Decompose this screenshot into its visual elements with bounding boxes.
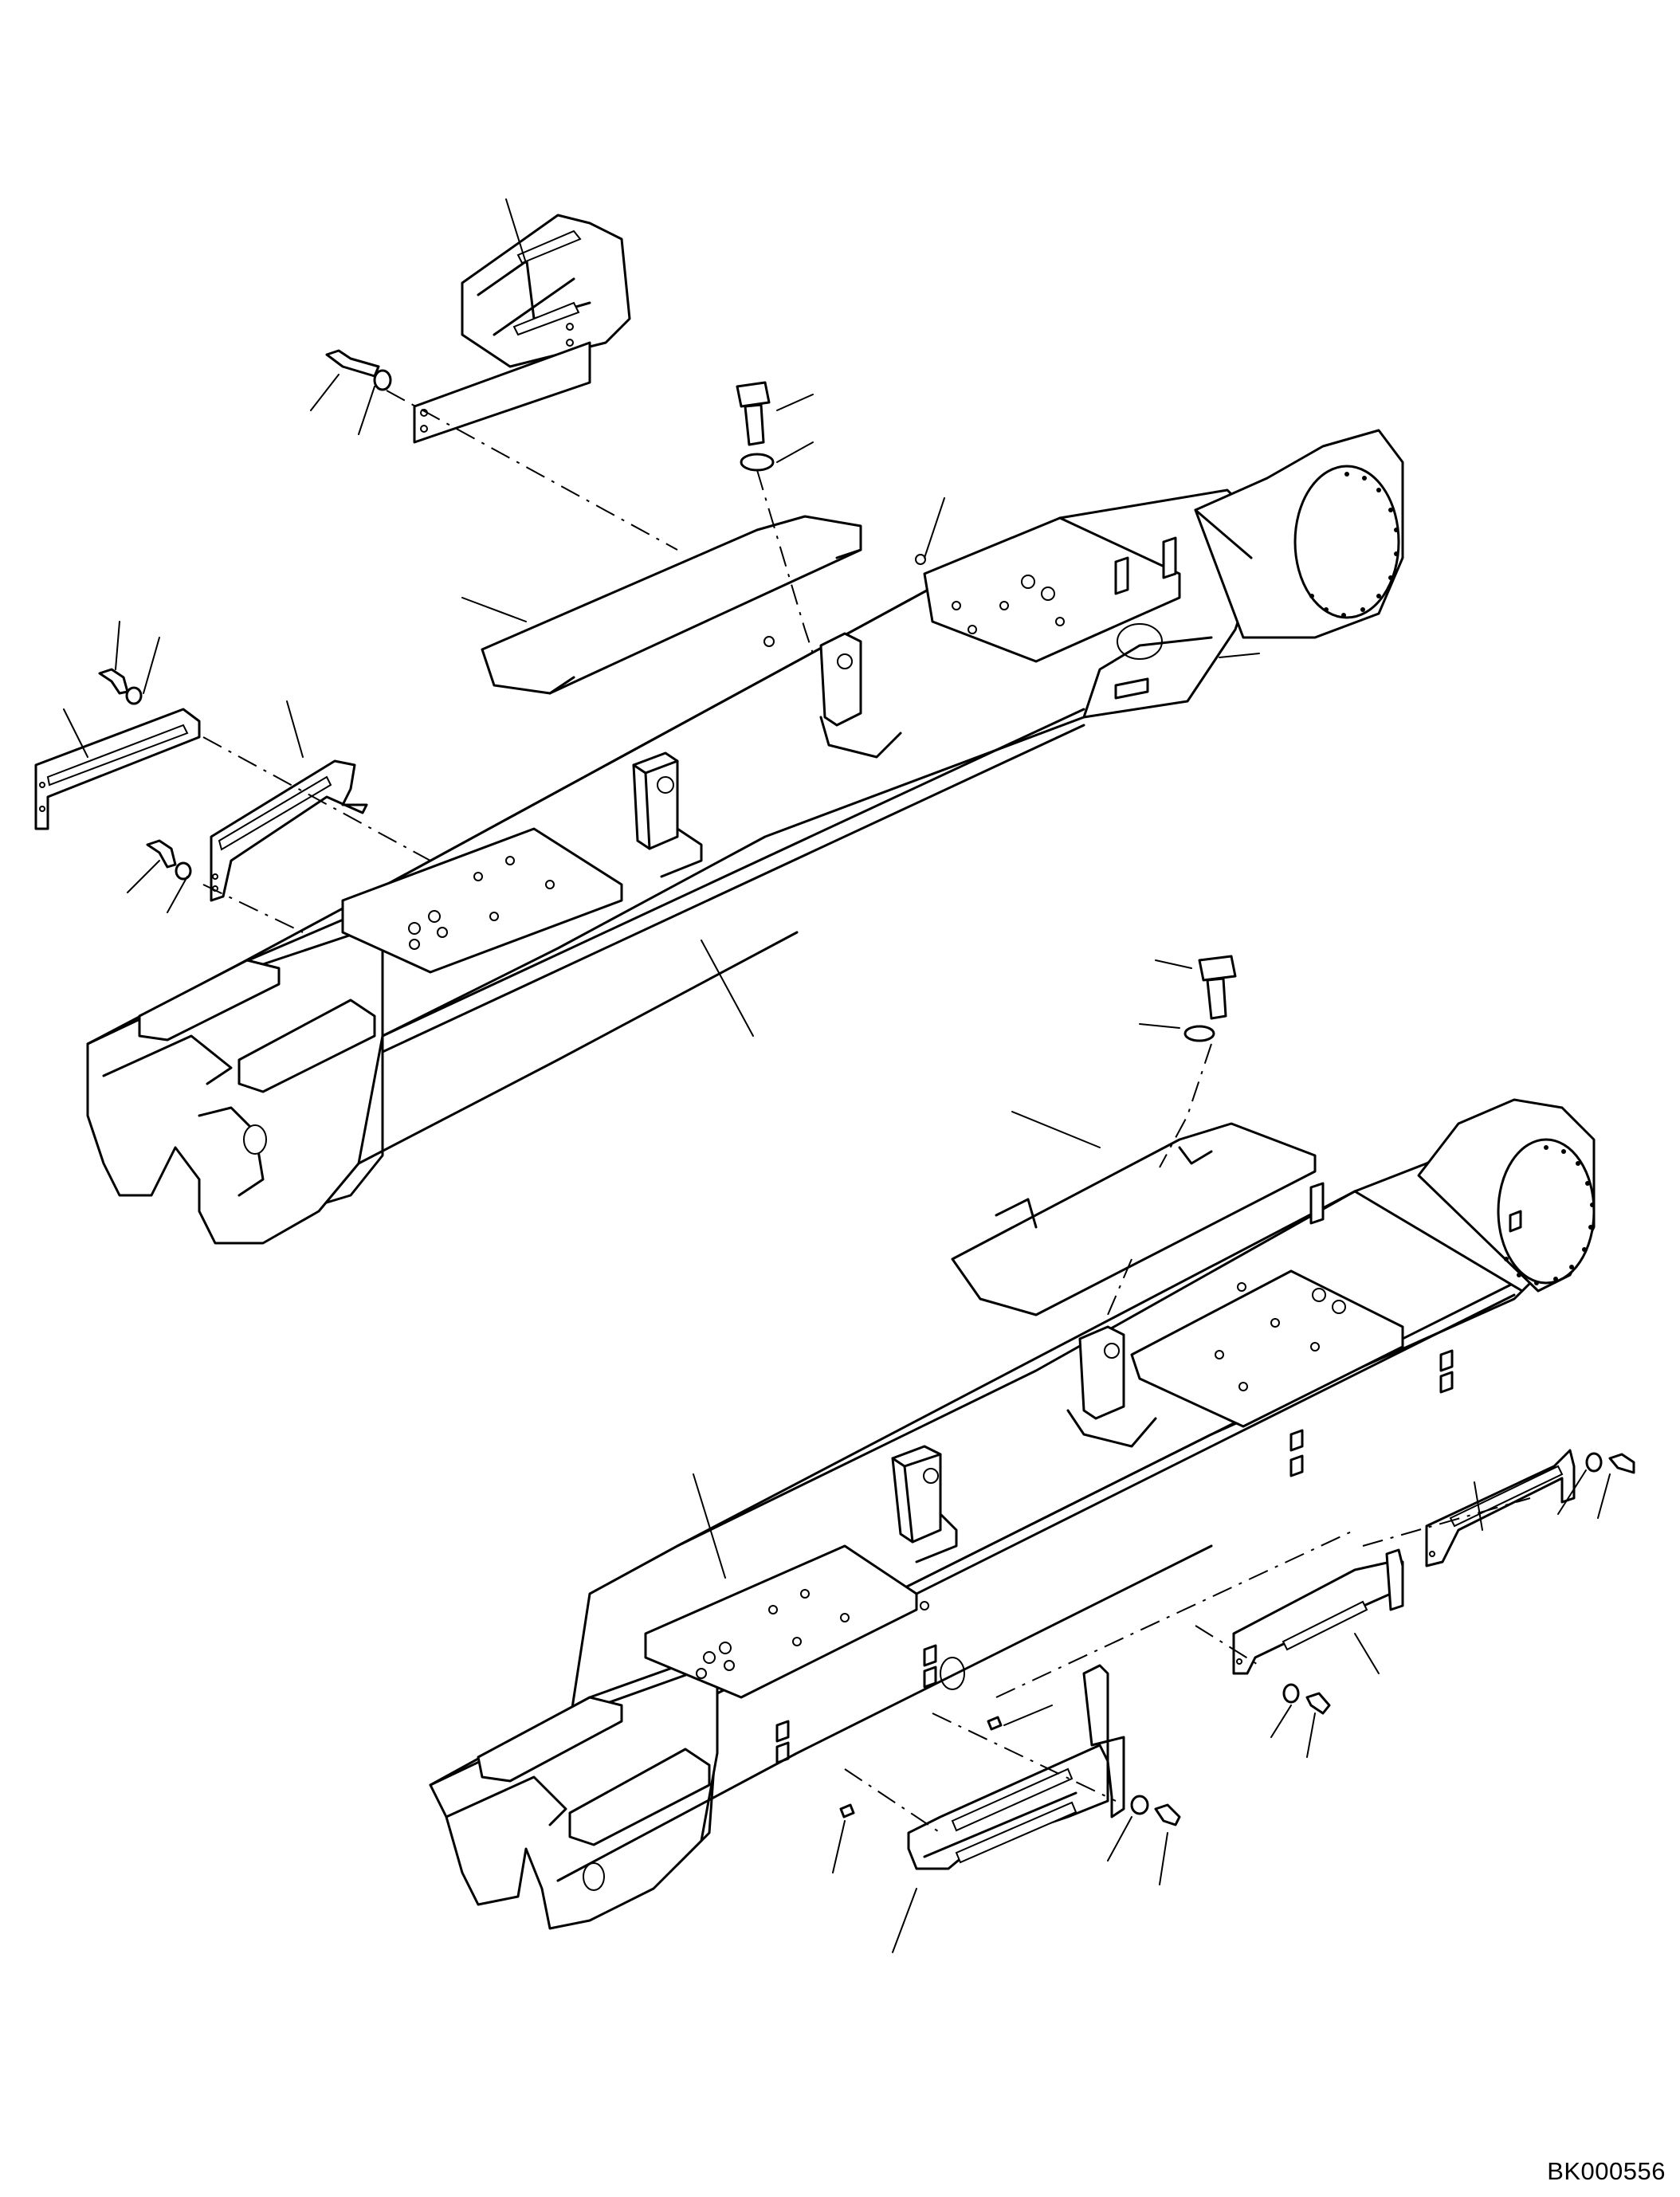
drawing-code-label: BK000556 bbox=[1547, 2157, 1666, 2185]
lower-track-frame bbox=[429, 1098, 1596, 1930]
upper-cover-plate bbox=[481, 515, 862, 695]
upper-step bbox=[413, 214, 631, 444]
lower-rail-bolts bbox=[1282, 1452, 1635, 1715]
upper-rail-left bbox=[34, 708, 201, 830]
upper-rail-bolts bbox=[98, 668, 192, 881]
upper-track-frame bbox=[86, 429, 1404, 1245]
lower-bolt-circle bbox=[1504, 1145, 1595, 1285]
lower-leaders bbox=[693, 959, 1611, 1953]
upper-leaders bbox=[63, 198, 1260, 1037]
lower-step bbox=[907, 1664, 1125, 1870]
upper-step-bolt bbox=[325, 349, 392, 391]
lower-bolt bbox=[1183, 955, 1237, 1042]
upper-bolt-circle bbox=[1309, 472, 1399, 618]
lower-step-bolt bbox=[1130, 1795, 1181, 1826]
lower-dash-lines bbox=[844, 1043, 1531, 1834]
upper-dash-lines bbox=[202, 390, 814, 933]
upper-bolt bbox=[736, 381, 775, 472]
lower-rail-rear bbox=[1232, 1449, 1576, 1675]
lower-cover-plate bbox=[951, 1122, 1317, 1316]
upper-rail-right bbox=[210, 759, 368, 902]
